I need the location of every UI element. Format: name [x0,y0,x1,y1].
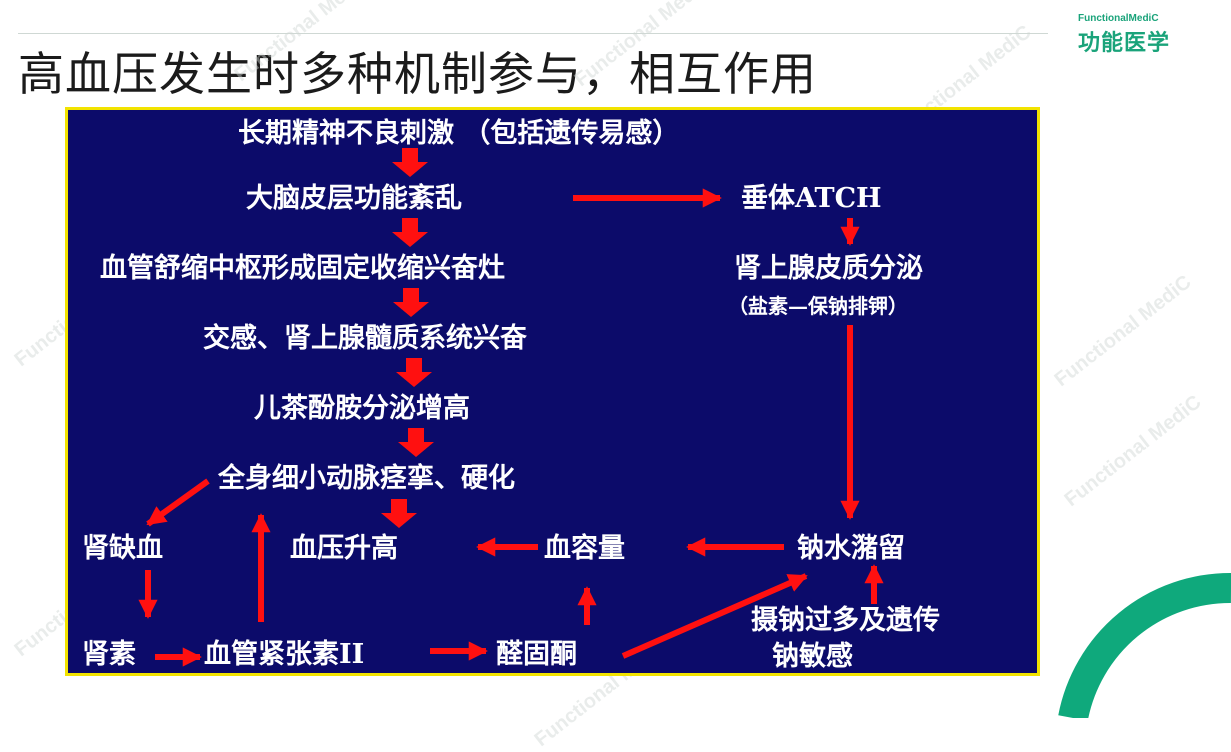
page-title: 高血压发生时多种机制参与，相互作用 [18,47,817,101]
node-vasomotor-center: 血管舒缩中枢形成固定收缩兴奋灶 [100,253,505,284]
arrow-vasomotor-to-sympathetic [393,288,429,317]
arrow-aldosterone-to-sodium [621,573,808,659]
node-sodium-retention: 钠水潴留 [797,533,905,564]
side-arrows [138,188,884,667]
arrow-layer [138,148,884,667]
node-aldosterone: 醛固酮 [496,639,577,670]
arrow-cortex-to-vasomotor [392,218,428,247]
node-catecholamine: 儿茶酚胺分泌增高 [254,393,470,424]
node-renin: 肾素 [82,639,136,670]
node-adrenal-note: （盐素—保钠排钾） [728,294,908,318]
logo-english: FunctionalMediC [1078,13,1159,24]
arrow-spasm-to-renal [146,478,210,527]
node-bp-rise: 血压升高 [290,533,398,564]
main-chain-arrows [381,148,434,528]
arrow-catecholamine-to-spasm [398,428,434,457]
node-chronic-stress: 长期精神不良刺激 （包括遗传易感） [238,118,680,149]
watermark: Functional MediC [1060,391,1206,512]
node-pituitary-acth: 垂体ATCH [741,183,882,214]
header-divider [18,33,1048,34]
arrow-stress-to-cortex [392,148,428,177]
arrow-sympathetic-to-catecholamine [396,358,432,387]
node-sodium-intake: 摄钠过多及遗传 [751,605,940,636]
arrow-spasm-to-bp [381,499,417,528]
node-blood-volume: 血容量 [544,533,625,564]
node-angiotensin: 血管紧张素II [204,639,365,670]
node-arteriole-spasm: 全身细小动脉痉挛、硬化 [218,463,515,494]
node-sympathetic: 交感、肾上腺髓质系统兴奋 [203,323,527,354]
node-sodium-sensitive: 钠敏感 [772,641,853,672]
corner-arc-decoration [1058,572,1231,718]
logo-chinese: 功能医学 [1078,31,1171,56]
node-adrenal-cortex: 肾上腺皮质分泌 [734,253,923,284]
brand-logo: FunctionalMediC 功能医学 [1078,13,1188,57]
node-renal-ischemia: 肾缺血 [82,533,163,564]
node-cortex-disorder: 大脑皮层功能紊乱 [246,183,462,214]
mechanism-diagram: 长期精神不良刺激 （包括遗传易感） 大脑皮层功能紊乱 血管舒缩中枢形成固定收缩兴… [65,107,1040,676]
watermark: Functional MediC [1050,271,1196,392]
